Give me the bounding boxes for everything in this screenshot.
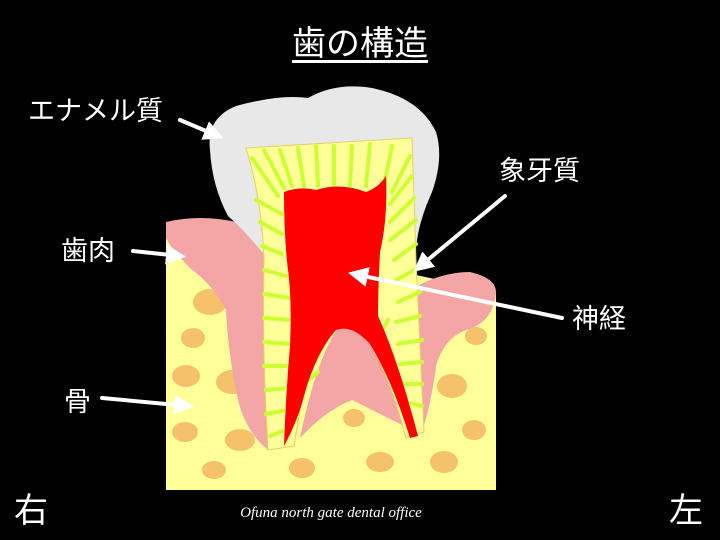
arrow-bone <box>100 394 194 415</box>
label-nerve: 神経 <box>572 304 626 335</box>
arrow-dentin <box>413 194 507 272</box>
label-bone: 骨 <box>64 387 91 418</box>
orientation-left: 左 <box>669 491 703 531</box>
label-gum: 歯肉 <box>61 236 115 267</box>
orientation-right: 右 <box>14 491 48 531</box>
page-title: 歯の構造 <box>292 24 428 64</box>
label-dentin: 象牙質 <box>499 156 580 187</box>
nerve-pulp <box>284 176 418 446</box>
gum-between-roots <box>300 326 404 438</box>
arrow-gum <box>131 244 186 265</box>
gum-left <box>166 218 268 450</box>
arrow-enamel <box>178 118 224 140</box>
footer-credit: Ofuna north gate dental office <box>240 505 422 521</box>
label-arrows <box>100 118 564 415</box>
label-enamel: エナメル質 <box>28 96 163 127</box>
gum-right <box>410 272 496 432</box>
arrow-nerve <box>348 267 564 320</box>
